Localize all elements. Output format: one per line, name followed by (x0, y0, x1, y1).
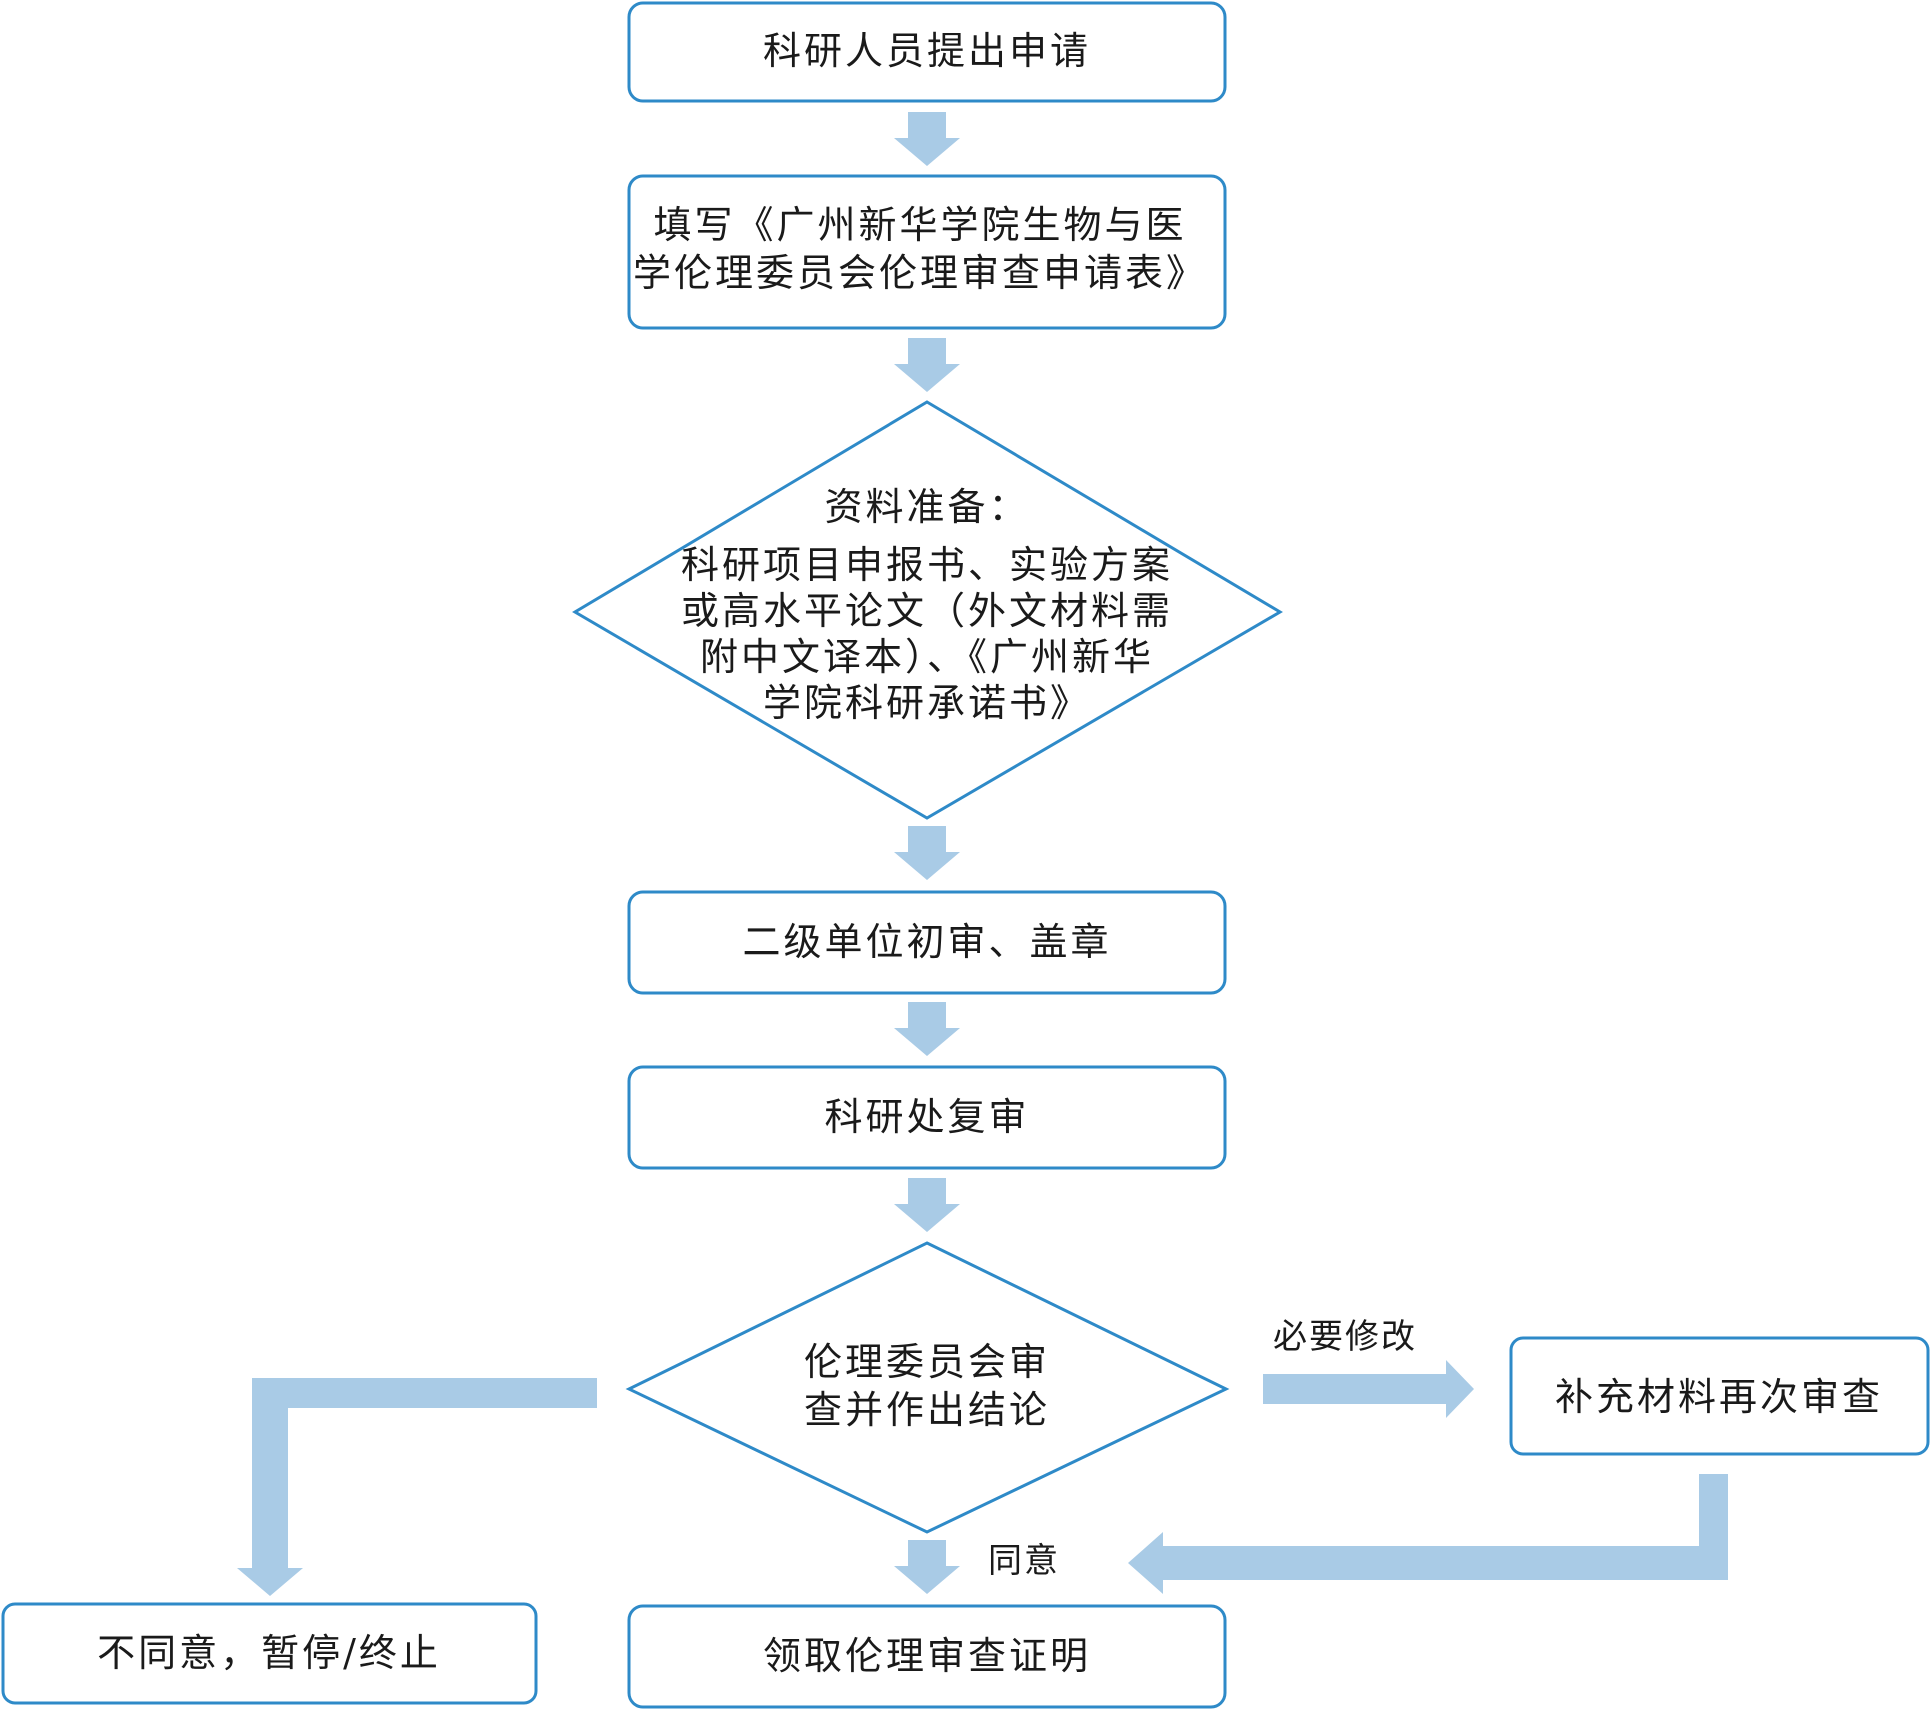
certificate-box (627, 1604, 1227, 1709)
supplement-box (1509, 1336, 1930, 1456)
form-box (627, 174, 1227, 330)
return-arrow (1128, 1474, 1728, 1594)
prep-text-line2: 科研项目申报书、实验方案 (681, 543, 1173, 587)
prep-text-line5: 学院科研承诺书》 (763, 681, 1091, 725)
prep-text-line4: 附中文译本）、《广州新华 (700, 635, 1154, 679)
unit-review-text: 二级单位初审、盖章 (742, 920, 1111, 964)
apply-text: 科研人员提出申请 (763, 29, 1091, 73)
supplement-text: 补充材料再次审查 (1555, 1375, 1883, 1419)
down-arrow-5 (894, 1178, 960, 1232)
approve-label: 同意 (988, 1541, 1060, 1581)
reject-arrow (237, 1378, 597, 1596)
down-arrow-4 (894, 1002, 960, 1056)
certificate-text: 领取伦理审查证明 (763, 1634, 1091, 1678)
down-arrow-2 (894, 338, 960, 392)
down-arrow-3 (894, 826, 960, 880)
revise-label: 必要修改 (1273, 1317, 1417, 1357)
apply-box (627, 1, 1227, 103)
form-text-line2: 学伦理委员会伦理审查申请表》 (633, 251, 1207, 295)
committee-text-line2: 查并作出结论 (804, 1388, 1050, 1432)
committee-text-line1: 伦理委员会审 (804, 1340, 1050, 1384)
prep-diamond (572, 400, 1283, 820)
prep-text-line1: 资料准备： (824, 485, 1029, 529)
unit-review-box (627, 890, 1227, 995)
reject-text: 不同意，暂停/终止 (97, 1631, 441, 1675)
down-arrow-approve (894, 1540, 960, 1594)
office-review-box (627, 1065, 1227, 1170)
prep-text-line3: 或高水平论文（外文材料需 (681, 589, 1173, 633)
committee-diamond (625, 1241, 1230, 1534)
down-arrow-1 (894, 112, 960, 166)
right-arrow-revise (1263, 1360, 1474, 1418)
reject-box (1, 1602, 538, 1705)
form-text-line1: 填写《广州新华学院生物与医 (653, 203, 1186, 247)
office-review-text: 科研处复审 (824, 1095, 1029, 1139)
